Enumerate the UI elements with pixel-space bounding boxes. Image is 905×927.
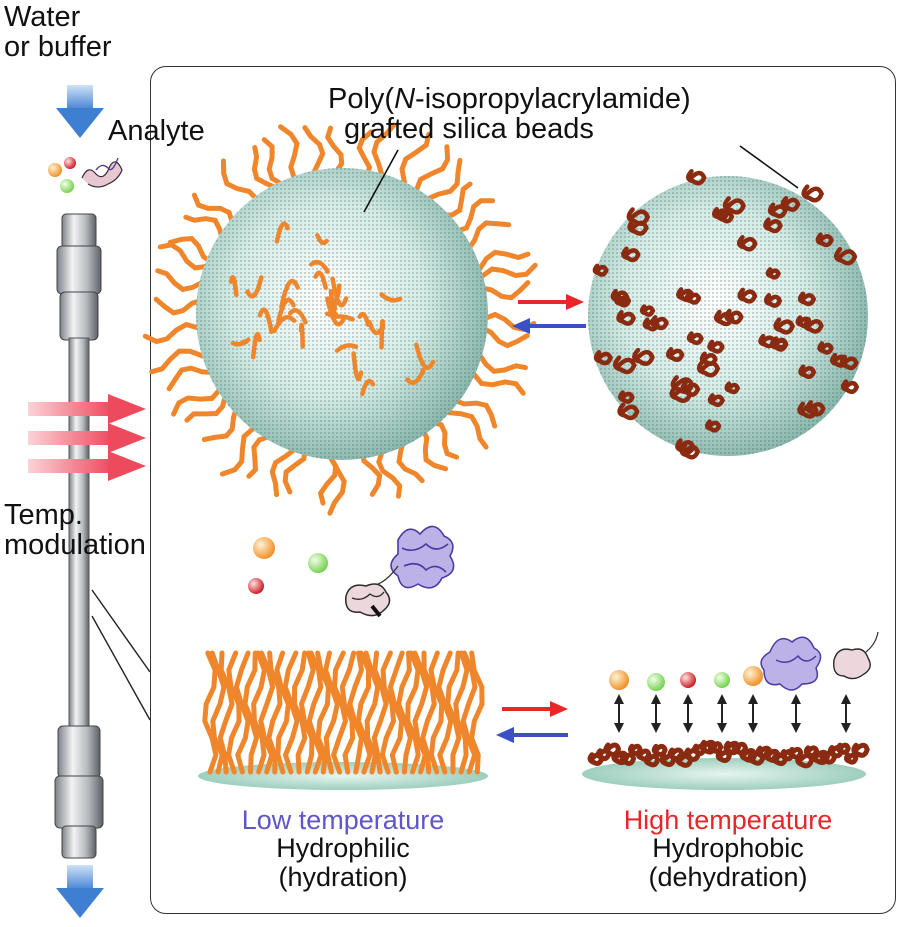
high-temperature-caption: High temperature Hydrophobic (dehydratio… bbox=[578, 806, 878, 891]
particle-icon bbox=[743, 666, 763, 686]
equilibrium-arrow-icon bbox=[512, 294, 586, 334]
adsorbed-analytes bbox=[609, 631, 879, 691]
double-arrows bbox=[614, 694, 851, 733]
double-arrow-icon bbox=[651, 694, 661, 733]
equilibrium-arrow-icon bbox=[496, 701, 568, 743]
high-temperature-title: High temperature bbox=[623, 805, 833, 835]
protein-icon bbox=[377, 525, 455, 589]
zoom-line bbox=[91, 589, 151, 673]
double-arrow-icon bbox=[791, 694, 801, 733]
double-arrow-icon bbox=[683, 694, 693, 733]
protein-icon bbox=[345, 583, 391, 618]
analyte-label: Analyte bbox=[108, 115, 205, 147]
surface-hydrated bbox=[198, 650, 488, 790]
bead-hydrated bbox=[142, 122, 538, 516]
water-or-buffer-label: Water or buffer bbox=[4, 1, 112, 64]
analyte-cluster bbox=[48, 157, 123, 193]
particle-icon bbox=[714, 672, 730, 688]
double-arrow-icon bbox=[748, 694, 758, 733]
double-arrow-icon bbox=[841, 694, 851, 733]
detail-panel bbox=[150, 66, 896, 914]
low-temperature-title: Low temperature bbox=[241, 805, 445, 835]
surface-dehydrated bbox=[582, 631, 879, 790]
bead-dehydrated bbox=[588, 168, 868, 460]
heat-arrows bbox=[28, 394, 146, 481]
particle-icon bbox=[253, 537, 275, 559]
protein-icon bbox=[760, 636, 822, 691]
particle-icon bbox=[248, 578, 264, 594]
heat-arrow-icon bbox=[28, 394, 146, 424]
heat-arrow-icon bbox=[28, 451, 146, 481]
flow-down-arrow-top-icon bbox=[56, 85, 104, 138]
temp-modulation-label: Temp. modulation bbox=[4, 499, 146, 562]
low-temperature-caption: Low temperature Hydrophilic (hydration) bbox=[198, 806, 488, 891]
double-arrow-icon bbox=[614, 694, 624, 733]
protein-icon bbox=[833, 631, 879, 680]
bead-label: Poly(N-isopropylacrylamide) grafted sili… bbox=[328, 83, 691, 146]
heat-arrow-icon bbox=[28, 423, 146, 453]
analytes-free bbox=[248, 525, 455, 618]
flow-down-arrow-bottom-icon bbox=[56, 865, 104, 918]
leader-line bbox=[363, 149, 399, 213]
particle-icon bbox=[680, 672, 696, 688]
particle-icon bbox=[308, 553, 328, 573]
double-arrow-icon bbox=[717, 694, 727, 733]
zoom-line bbox=[91, 615, 151, 721]
particle-icon bbox=[647, 673, 665, 691]
particle-icon bbox=[609, 670, 629, 690]
leader-line bbox=[739, 145, 799, 189]
